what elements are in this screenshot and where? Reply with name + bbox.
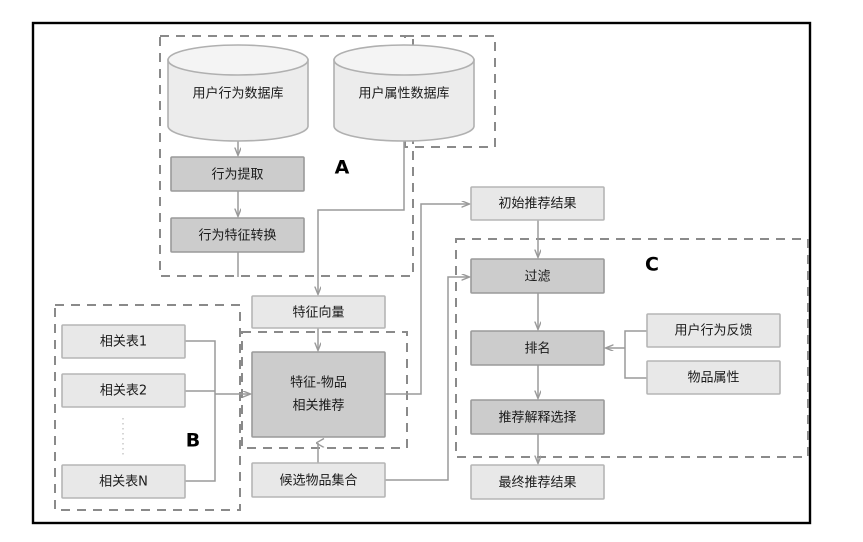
node-ranking[interactable]: 排名: [470, 330, 605, 366]
node-label-line1: 特征-物品: [290, 376, 347, 391]
node-feature-vector[interactable]: 特征向量: [251, 295, 386, 329]
connector-item-attribute-bus: [624, 348, 647, 379]
node-label: 初始推荐结果: [498, 197, 576, 212]
node-item-attribute[interactable]: 物品属性: [646, 360, 781, 395]
node-label: 用户属性数据库: [358, 86, 449, 102]
node-label-line2: 相关推荐: [292, 399, 344, 414]
connector-relation-table-n-bus: [185, 394, 216, 482]
node-label: 排名: [524, 341, 550, 357]
connector-recommend-to-initial-result: [385, 204, 469, 395]
connector-feedback-bus: [624, 330, 647, 348]
node-relation-table-2[interactable]: 相关表2: [61, 373, 186, 408]
connector-attribute-db-to-feature-vector: [318, 140, 405, 294]
node-label: 行为特征转换: [198, 229, 276, 244]
connector-relation-table-1-bus: [185, 340, 216, 394]
node-behavior-extraction[interactable]: 行为提取: [170, 156, 305, 192]
group-label-c: C: [645, 254, 659, 276]
node-relation-table-1[interactable]: 相关表1: [61, 324, 186, 359]
node-label: 物品属性: [687, 371, 739, 386]
node-initial-recommend-result[interactable]: 初始推荐结果: [470, 186, 605, 221]
node-label: 相关表2: [100, 384, 147, 399]
node-recommend-explanation-select[interactable]: 推荐解释选择: [470, 399, 605, 435]
node-label: 过滤: [524, 270, 550, 285]
group-b-boundary: [54, 304, 241, 511]
node-relation-table-n[interactable]: 相关表N: [61, 464, 186, 499]
node-user-behavior-db[interactable]: 用户行为数据库: [167, 44, 309, 142]
node-label: 用户行为反馈: [674, 323, 752, 339]
node-label: 推荐解释选择: [498, 411, 576, 426]
group-label-b: B: [186, 430, 200, 452]
connector-candidate-to-filter: [385, 277, 469, 481]
group-c-boundary: [455, 238, 809, 458]
node-label: 相关表1: [100, 335, 147, 350]
node-label: 最终推荐结果: [498, 475, 576, 491]
group-center-boundary: [241, 331, 408, 449]
node-feature-item-recommend[interactable]: 特征-物品 相关推荐: [251, 351, 386, 438]
node-label: 候选物品集合: [279, 473, 357, 489]
node-candidate-item-set[interactable]: 候选物品集合: [251, 462, 386, 498]
node-user-behavior-feedback[interactable]: 用户行为反馈: [646, 313, 781, 348]
node-label: 相关表N: [99, 475, 148, 490]
group-a-boundary: [159, 35, 496, 277]
node-user-attribute-db[interactable]: 用户属性数据库: [333, 44, 475, 142]
node-final-recommend-result[interactable]: 最终推荐结果: [470, 464, 605, 500]
node-label: 特征向量: [292, 305, 344, 321]
node-label: 用户行为数据库: [192, 86, 283, 102]
node-filter[interactable]: 过滤: [470, 258, 605, 294]
node-label: 行为提取: [211, 167, 263, 183]
group-label-a: A: [335, 157, 350, 179]
diagram-frame: [31, 21, 812, 525]
node-behavior-feature-transform[interactable]: 行为特征转换: [170, 217, 305, 253]
